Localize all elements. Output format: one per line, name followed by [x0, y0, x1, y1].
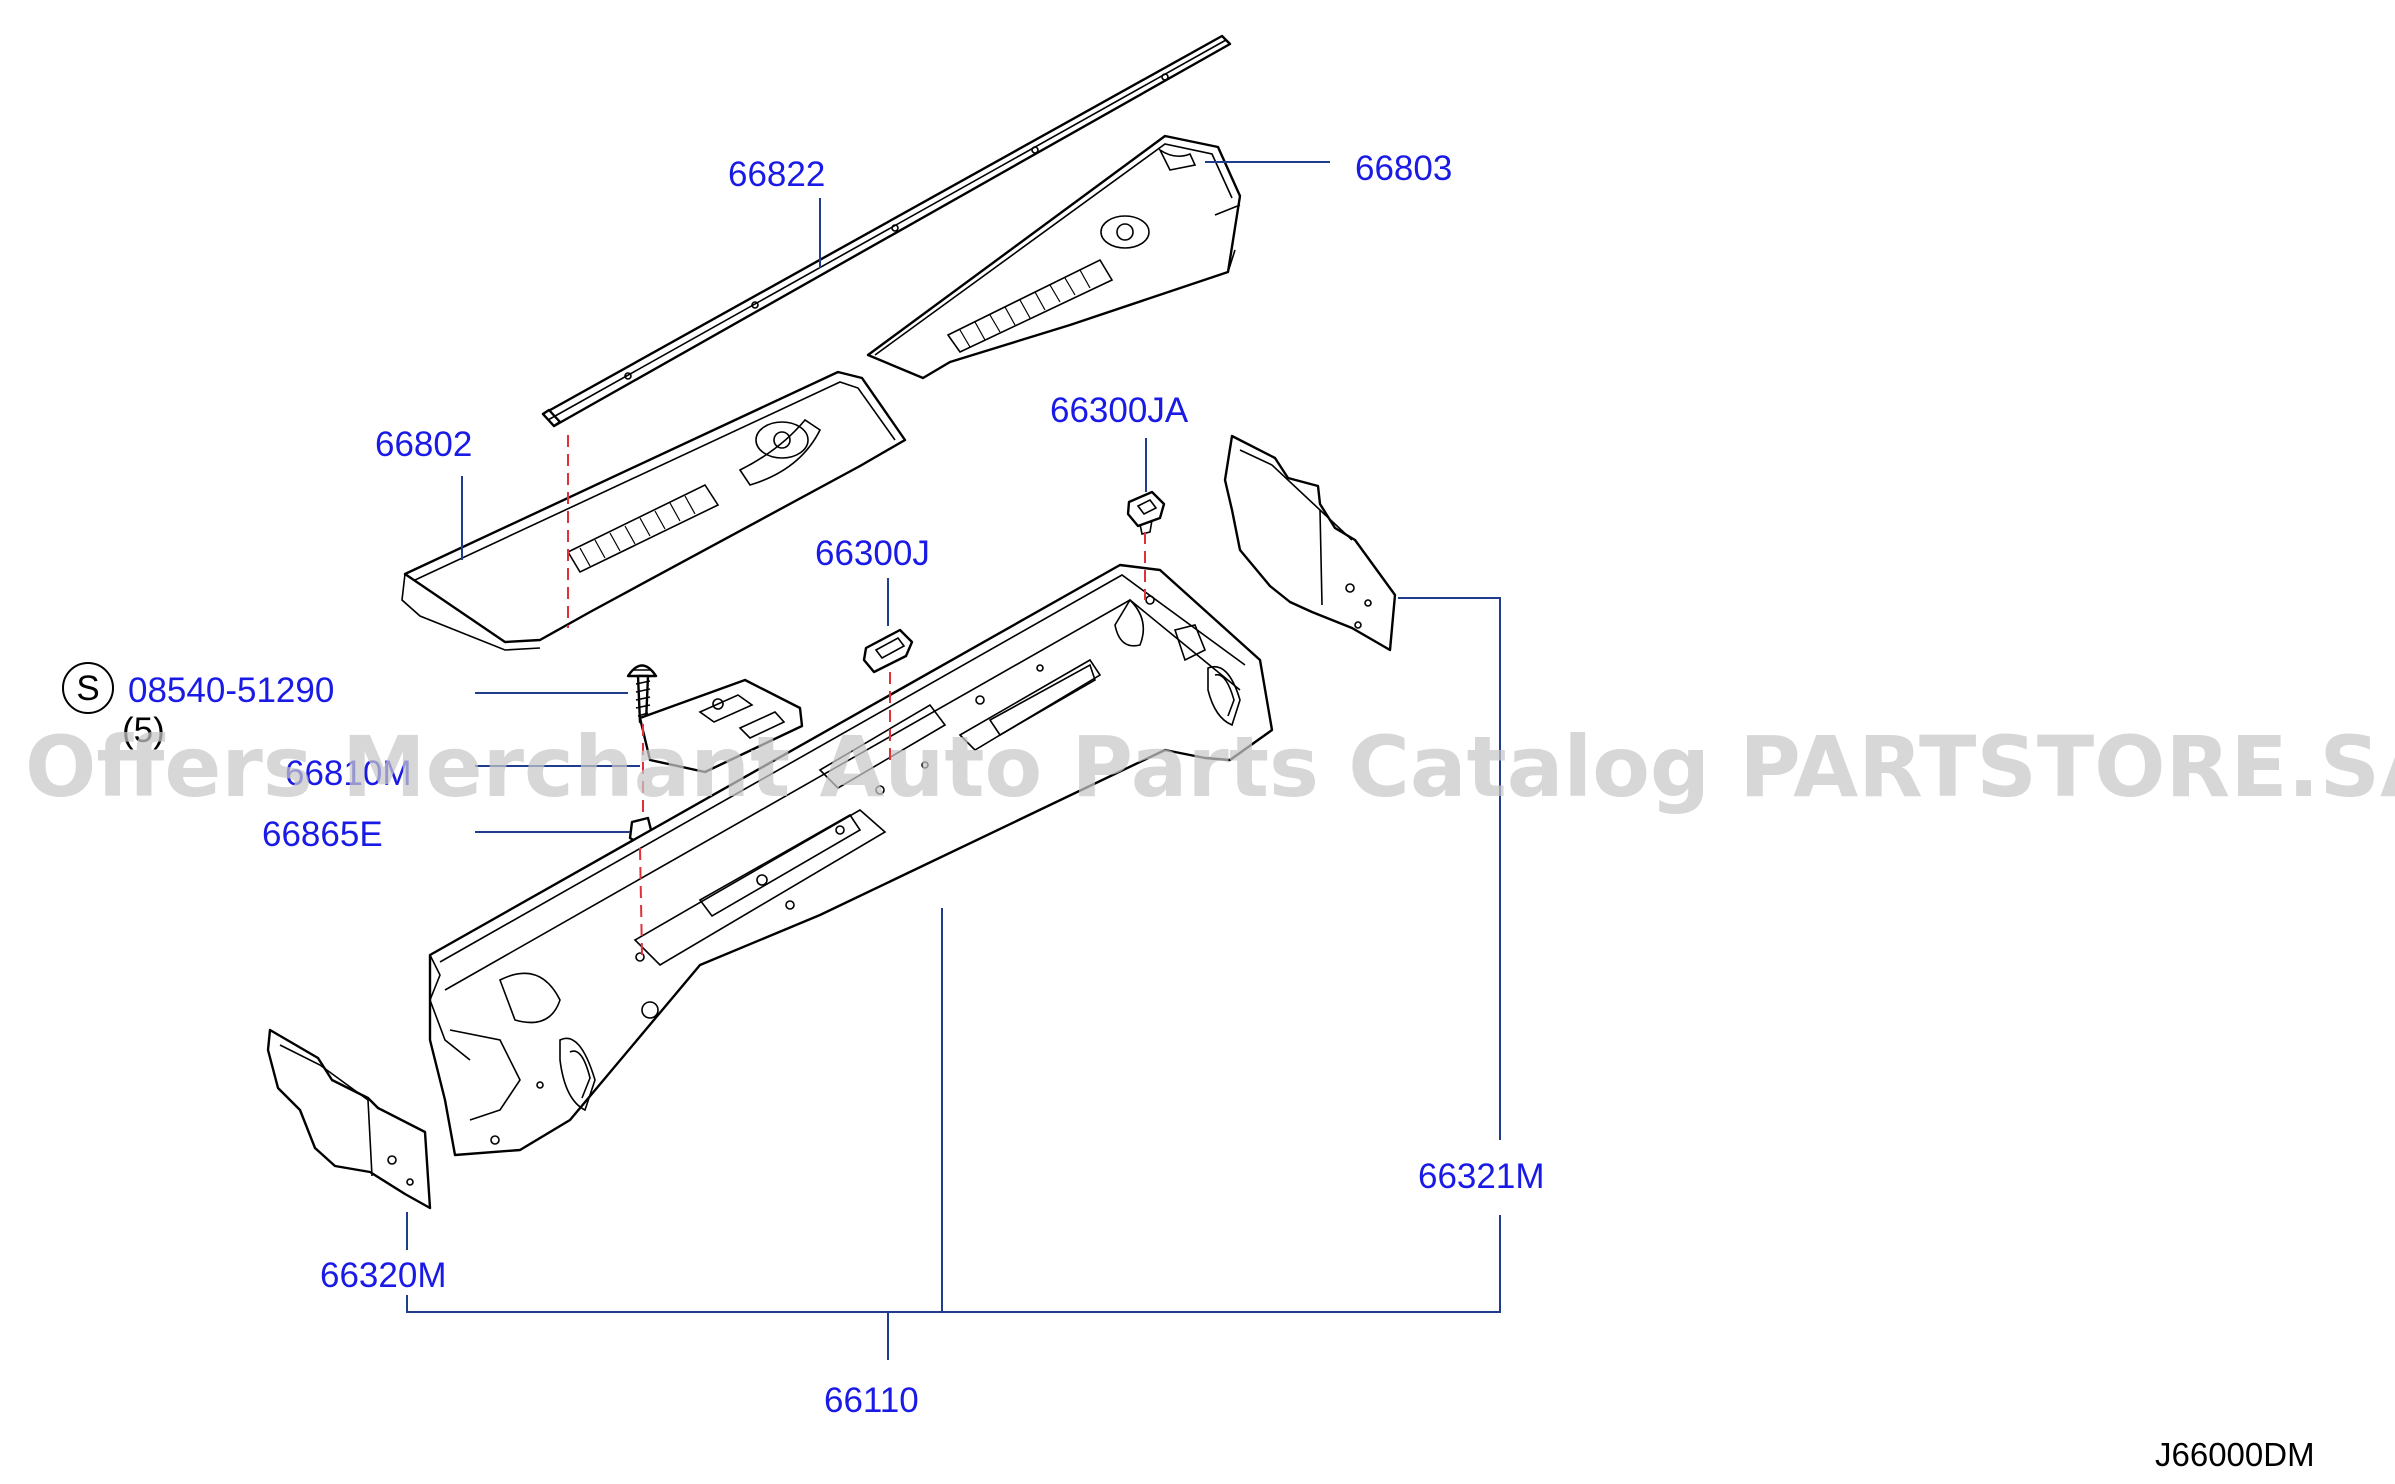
part-labels: 66822 66803 66802 66300JA 66300J S 08540… [62, 149, 2315, 1473]
label-66300JA[interactable]: 66300JA [1050, 391, 1189, 430]
bracket-66810M[interactable] [638, 678, 804, 774]
standard-part-symbol-letter: S [76, 669, 99, 708]
label-66321M[interactable]: 66321M [1418, 1157, 1544, 1196]
cowl-cover-right-66803[interactable] [866, 134, 1242, 380]
seal-strip-66822[interactable] [541, 34, 1232, 428]
label-66803[interactable]: 66803 [1355, 149, 1452, 188]
label-66822[interactable]: 66822 [728, 155, 825, 194]
screw-08540-51290[interactable] [626, 664, 658, 724]
label-66865E[interactable]: 66865E [262, 815, 383, 854]
label-quantity: (5) [122, 711, 165, 750]
side-panel-right-66321M[interactable] [1223, 434, 1397, 652]
label-66802[interactable]: 66802 [375, 425, 472, 464]
label-66810M[interactable]: 66810M [285, 754, 411, 793]
hidden-lines [567, 435, 1146, 956]
leader-lines [406, 161, 1501, 1360]
watermark-text: Offers Merchant Auto Parts Catalog PARTS… [25, 718, 2395, 816]
label-08540-51290[interactable]: 08540-51290 [128, 671, 334, 710]
label-66300J[interactable]: 66300J [815, 534, 930, 573]
clip-66300J[interactable] [862, 628, 914, 674]
label-66110[interactable]: 66110 [824, 1381, 919, 1420]
clip-66300JA[interactable] [1126, 490, 1166, 535]
side-panel-left-66320M[interactable] [266, 1028, 432, 1210]
diagram-code: J66000DM [2155, 1436, 2315, 1473]
cowl-cover-left-66802[interactable] [401, 370, 907, 651]
standard-part-symbol [62, 662, 114, 714]
cowl-top-panel-66110[interactable] [428, 563, 1274, 1157]
label-66320M[interactable]: 66320M [320, 1256, 446, 1295]
